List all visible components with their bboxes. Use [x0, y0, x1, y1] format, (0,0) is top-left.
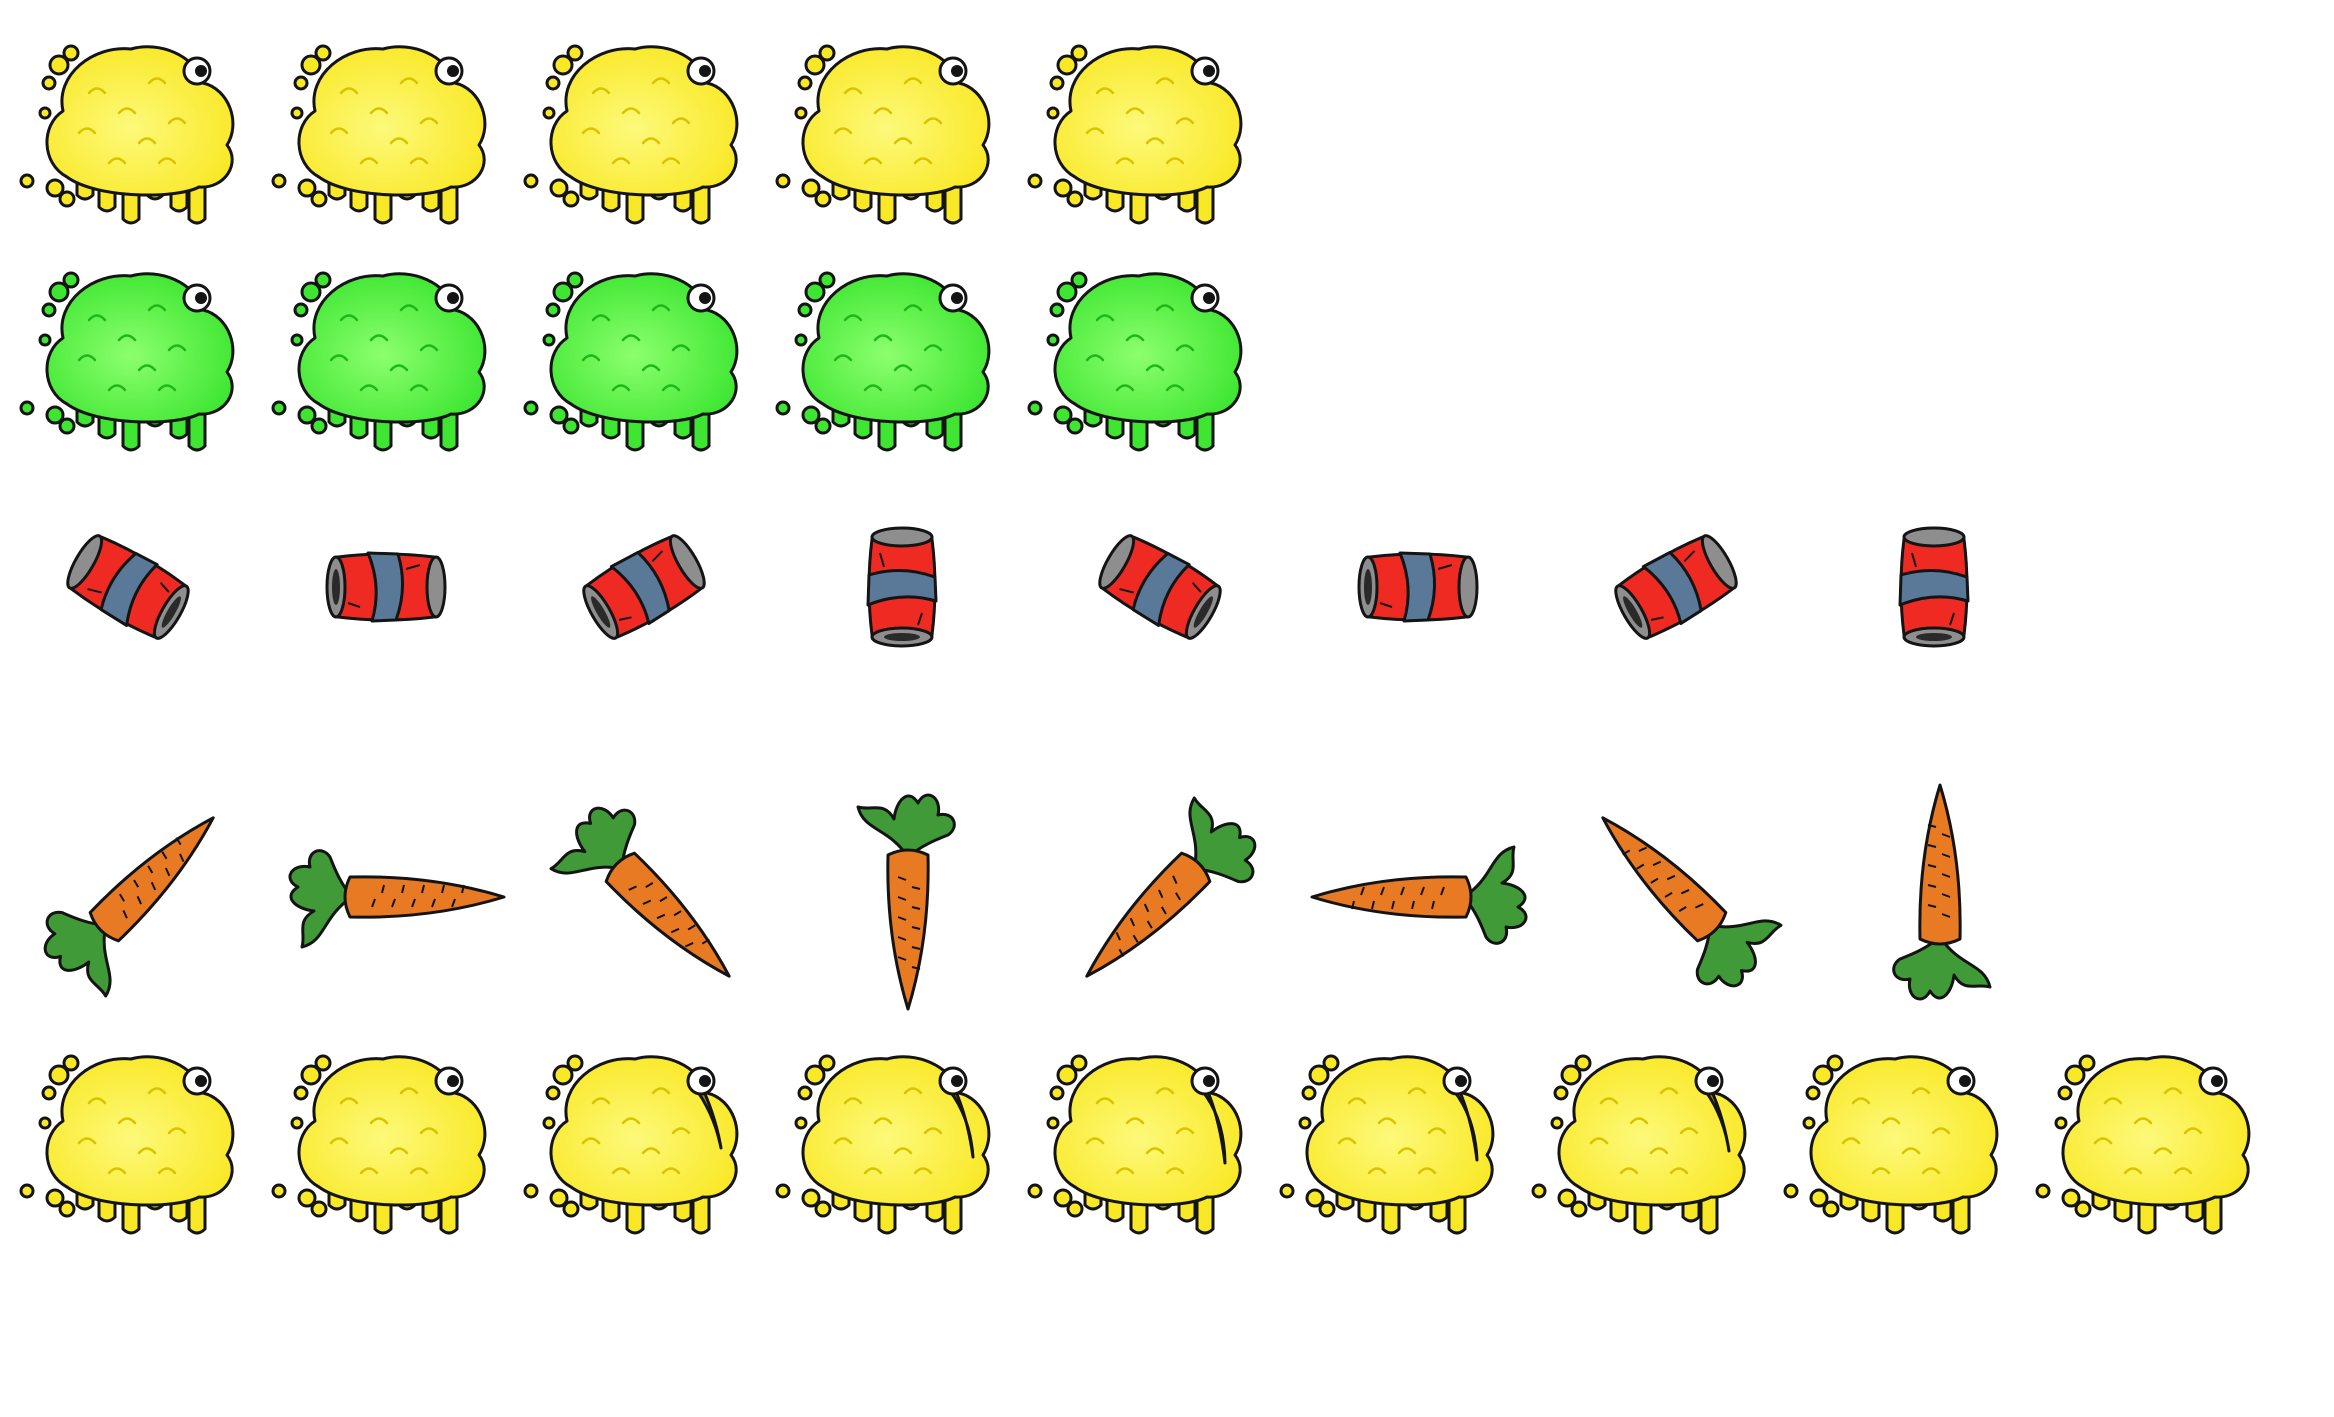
- carrot-spin-frame-3: [549, 806, 731, 978]
- yellow-slime-eat-frame-4: [775, 1054, 991, 1235]
- sprite-layer: [19, 44, 2251, 1235]
- yellow-slime-idle-frame-3: [523, 44, 739, 225]
- carrot-spin-frame-1: [43, 816, 215, 998]
- soda-can-spin-frame-2: [325, 551, 447, 623]
- yellow-slime-eat-frame-1: [19, 1054, 235, 1235]
- yellow-slime-eat-frame-2: [271, 1054, 487, 1235]
- green-slime-idle-frame-4: [775, 271, 991, 452]
- yellow-slime-idle-frame-4: [775, 44, 991, 225]
- soda-can-spin-frame-7: [1614, 534, 1738, 640]
- sprite-row-carrot-spin: [43, 783, 1992, 1011]
- sprite-row-green-slime-idle: [19, 271, 1243, 452]
- yellow-slime-idle-frame-1: [19, 44, 235, 225]
- carrot-spin-frame-5: [1085, 796, 1257, 978]
- yellow-slime-eat-frame-8: [1783, 1054, 1999, 1235]
- soda-can-spin-frame-3: [582, 534, 706, 640]
- carrot-spin-frame-8: [1892, 783, 1992, 1001]
- yellow-slime-eat-frame-6: [1279, 1054, 1495, 1235]
- soda-can-spin-frame-5: [1098, 534, 1222, 640]
- green-slime-idle-frame-5: [1027, 271, 1243, 452]
- yellow-slime-eat-frame-9: [2035, 1054, 2251, 1235]
- soda-can-spin-frame-6: [1357, 551, 1479, 623]
- yellow-slime-idle-frame-5: [1027, 44, 1243, 225]
- green-slime-idle-frame-3: [523, 271, 739, 452]
- yellow-slime-idle-frame-2: [271, 44, 487, 225]
- carrot-spin-frame-2: [288, 849, 506, 949]
- carrot-spin-frame-4: [856, 793, 956, 1011]
- sprite-row-yellow-slime-eat: [19, 1054, 2251, 1235]
- soda-can-spin-frame-1: [66, 534, 190, 640]
- carrot-spin-frame-7: [1601, 816, 1783, 988]
- yellow-slime-eat-frame-3: [523, 1054, 739, 1235]
- soda-can-spin-frame-8: [1898, 526, 1970, 648]
- green-slime-idle-frame-2: [271, 271, 487, 452]
- carrot-spin-frame-6: [1310, 845, 1528, 945]
- green-slime-idle-frame-1: [19, 271, 235, 452]
- yellow-slime-eat-frame-5: [1027, 1054, 1243, 1235]
- soda-can-spin-frame-4: [866, 526, 938, 648]
- sprite-row-yellow-slime-idle: [19, 44, 1243, 225]
- yellow-slime-eat-frame-7: [1531, 1054, 1747, 1235]
- sprite-row-soda-can-spin: [66, 526, 1970, 648]
